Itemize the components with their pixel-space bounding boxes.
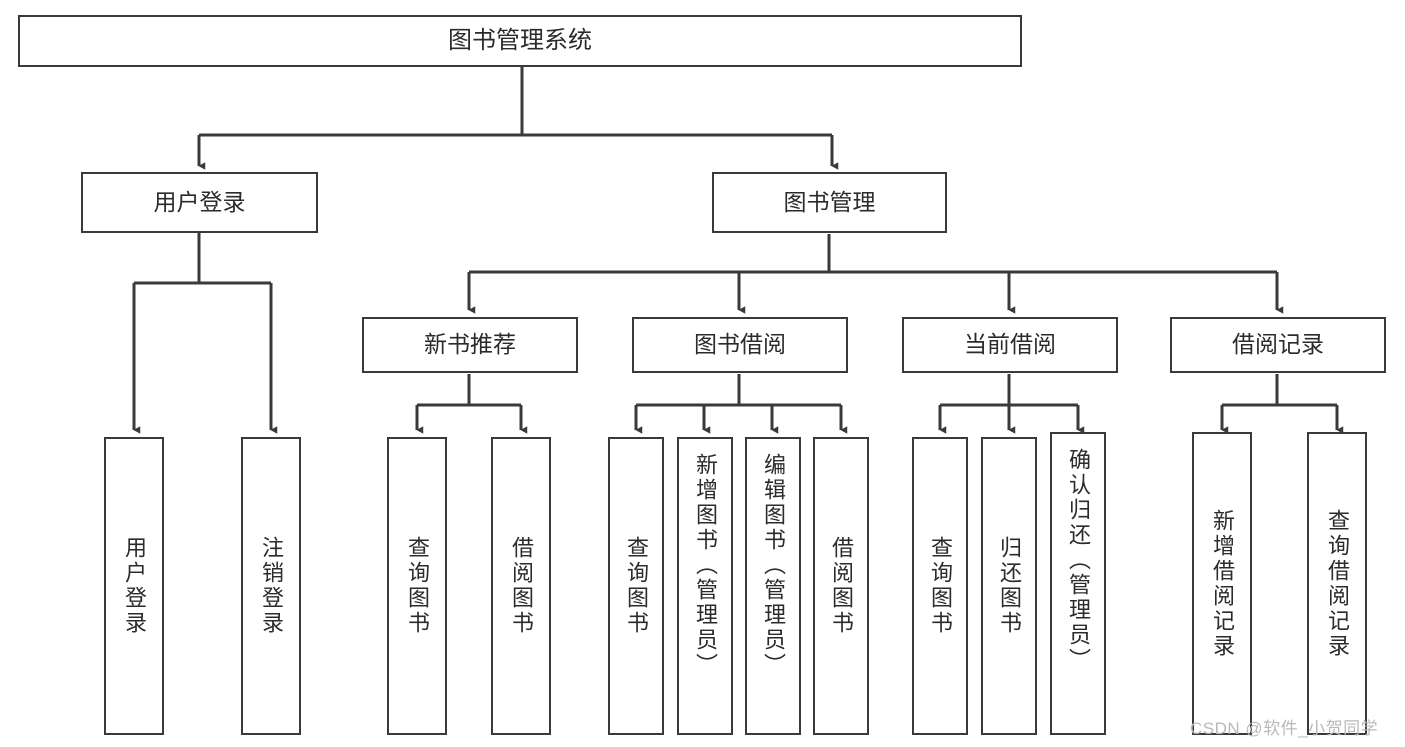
leaf-confirm-return[interactable]: 确认归还（管理员） bbox=[1050, 432, 1106, 735]
leaf-return-book-label: 归还图书 bbox=[997, 536, 1022, 636]
leaf-borrow-book-2[interactable]: 借阅图书 bbox=[813, 437, 869, 735]
node-root-label: 图书管理系统 bbox=[448, 26, 592, 54]
node-current-borrow-label: 当前借阅 bbox=[964, 331, 1056, 358]
leaf-query-book-2-label: 查询图书 bbox=[624, 536, 649, 636]
leaf-user-login[interactable]: 用户登录 bbox=[104, 437, 164, 735]
node-new-book-recommend-label: 新书推荐 bbox=[424, 331, 516, 358]
node-book-manage[interactable]: 图书管理 bbox=[712, 172, 947, 233]
leaf-add-book[interactable]: 新增图书（管理员） bbox=[677, 437, 733, 735]
leaf-user-login-label: 用户登录 bbox=[122, 536, 147, 636]
node-root[interactable]: 图书管理系统 bbox=[18, 15, 1022, 67]
leaf-query-book-1-label: 查询图书 bbox=[405, 536, 430, 636]
node-current-borrow[interactable]: 当前借阅 bbox=[902, 317, 1118, 373]
leaf-query-book-3[interactable]: 查询图书 bbox=[912, 437, 968, 735]
leaf-query-book-1[interactable]: 查询图书 bbox=[387, 437, 447, 735]
csdn-watermark: CSDN @软件_小贺同学 bbox=[1190, 719, 1379, 738]
leaf-borrow-book-1-label: 借阅图书 bbox=[509, 536, 534, 636]
leaf-add-record-label: 新增借阅记录 bbox=[1210, 508, 1235, 659]
leaf-query-book-2[interactable]: 查询图书 bbox=[608, 437, 664, 735]
leaf-logout-login[interactable]: 注销登录 bbox=[241, 437, 301, 735]
leaf-return-book[interactable]: 归还图书 bbox=[981, 437, 1037, 735]
node-borrow-record[interactable]: 借阅记录 bbox=[1170, 317, 1386, 373]
node-user-login-label: 用户登录 bbox=[153, 188, 246, 215]
leaf-borrow-book-2-label: 借阅图书 bbox=[829, 536, 854, 636]
leaf-add-book-label: 新增图书（管理员） bbox=[693, 453, 718, 678]
leaf-query-book-3-label: 查询图书 bbox=[928, 536, 953, 636]
leaf-edit-book[interactable]: 编辑图书（管理员） bbox=[745, 437, 801, 735]
leaf-edit-book-label: 编辑图书（管理员） bbox=[761, 453, 786, 678]
node-book-borrow[interactable]: 图书借阅 bbox=[632, 317, 848, 373]
node-new-book-recommend[interactable]: 新书推荐 bbox=[362, 317, 578, 373]
leaf-logout-login-label: 注销登录 bbox=[259, 536, 284, 636]
node-borrow-record-label: 借阅记录 bbox=[1232, 331, 1324, 358]
node-book-manage-label: 图书管理 bbox=[783, 188, 876, 215]
leaf-query-record[interactable]: 查询借阅记录 bbox=[1307, 432, 1367, 735]
leaf-add-record[interactable]: 新增借阅记录 bbox=[1192, 432, 1252, 735]
leaf-confirm-return-label: 确认归还（管理员） bbox=[1066, 448, 1091, 673]
leaf-query-record-label: 查询借阅记录 bbox=[1325, 508, 1350, 659]
leaf-borrow-book-1[interactable]: 借阅图书 bbox=[491, 437, 551, 735]
node-user-login[interactable]: 用户登录 bbox=[81, 172, 318, 233]
node-book-borrow-label: 图书借阅 bbox=[694, 331, 786, 358]
